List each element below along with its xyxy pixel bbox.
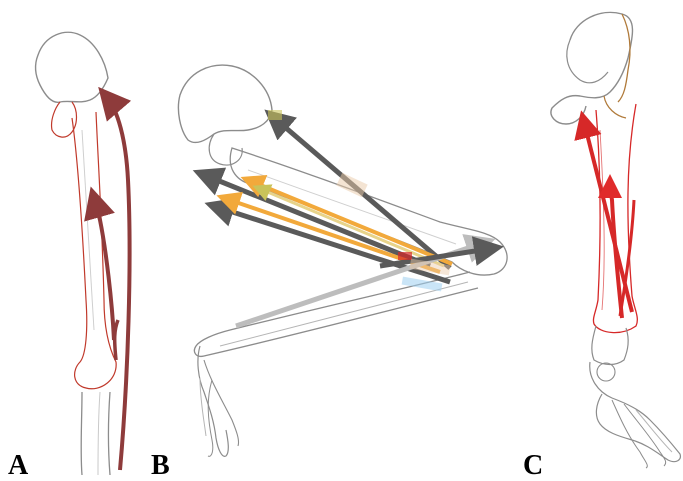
panel-c-muscle-2 (610, 186, 622, 318)
panel-a-muscle-short (94, 198, 114, 340)
panel-b-foot (198, 346, 228, 456)
panel-label-a: A (8, 452, 28, 480)
panel-c-pelvis (551, 12, 633, 124)
panel-label-b: B (151, 452, 170, 480)
panel-a-leg (36, 32, 130, 475)
panel-b-leg (178, 65, 507, 456)
panel-a-pelvis (36, 32, 108, 102)
panel-b-pelvis (178, 65, 272, 142)
panel-b-muscle-dark-3 (214, 206, 450, 282)
panel-c-leg (551, 12, 680, 468)
panel-label-c: C (523, 452, 543, 480)
panel-a-tibia (81, 392, 82, 475)
panel-a-femur (72, 112, 116, 389)
